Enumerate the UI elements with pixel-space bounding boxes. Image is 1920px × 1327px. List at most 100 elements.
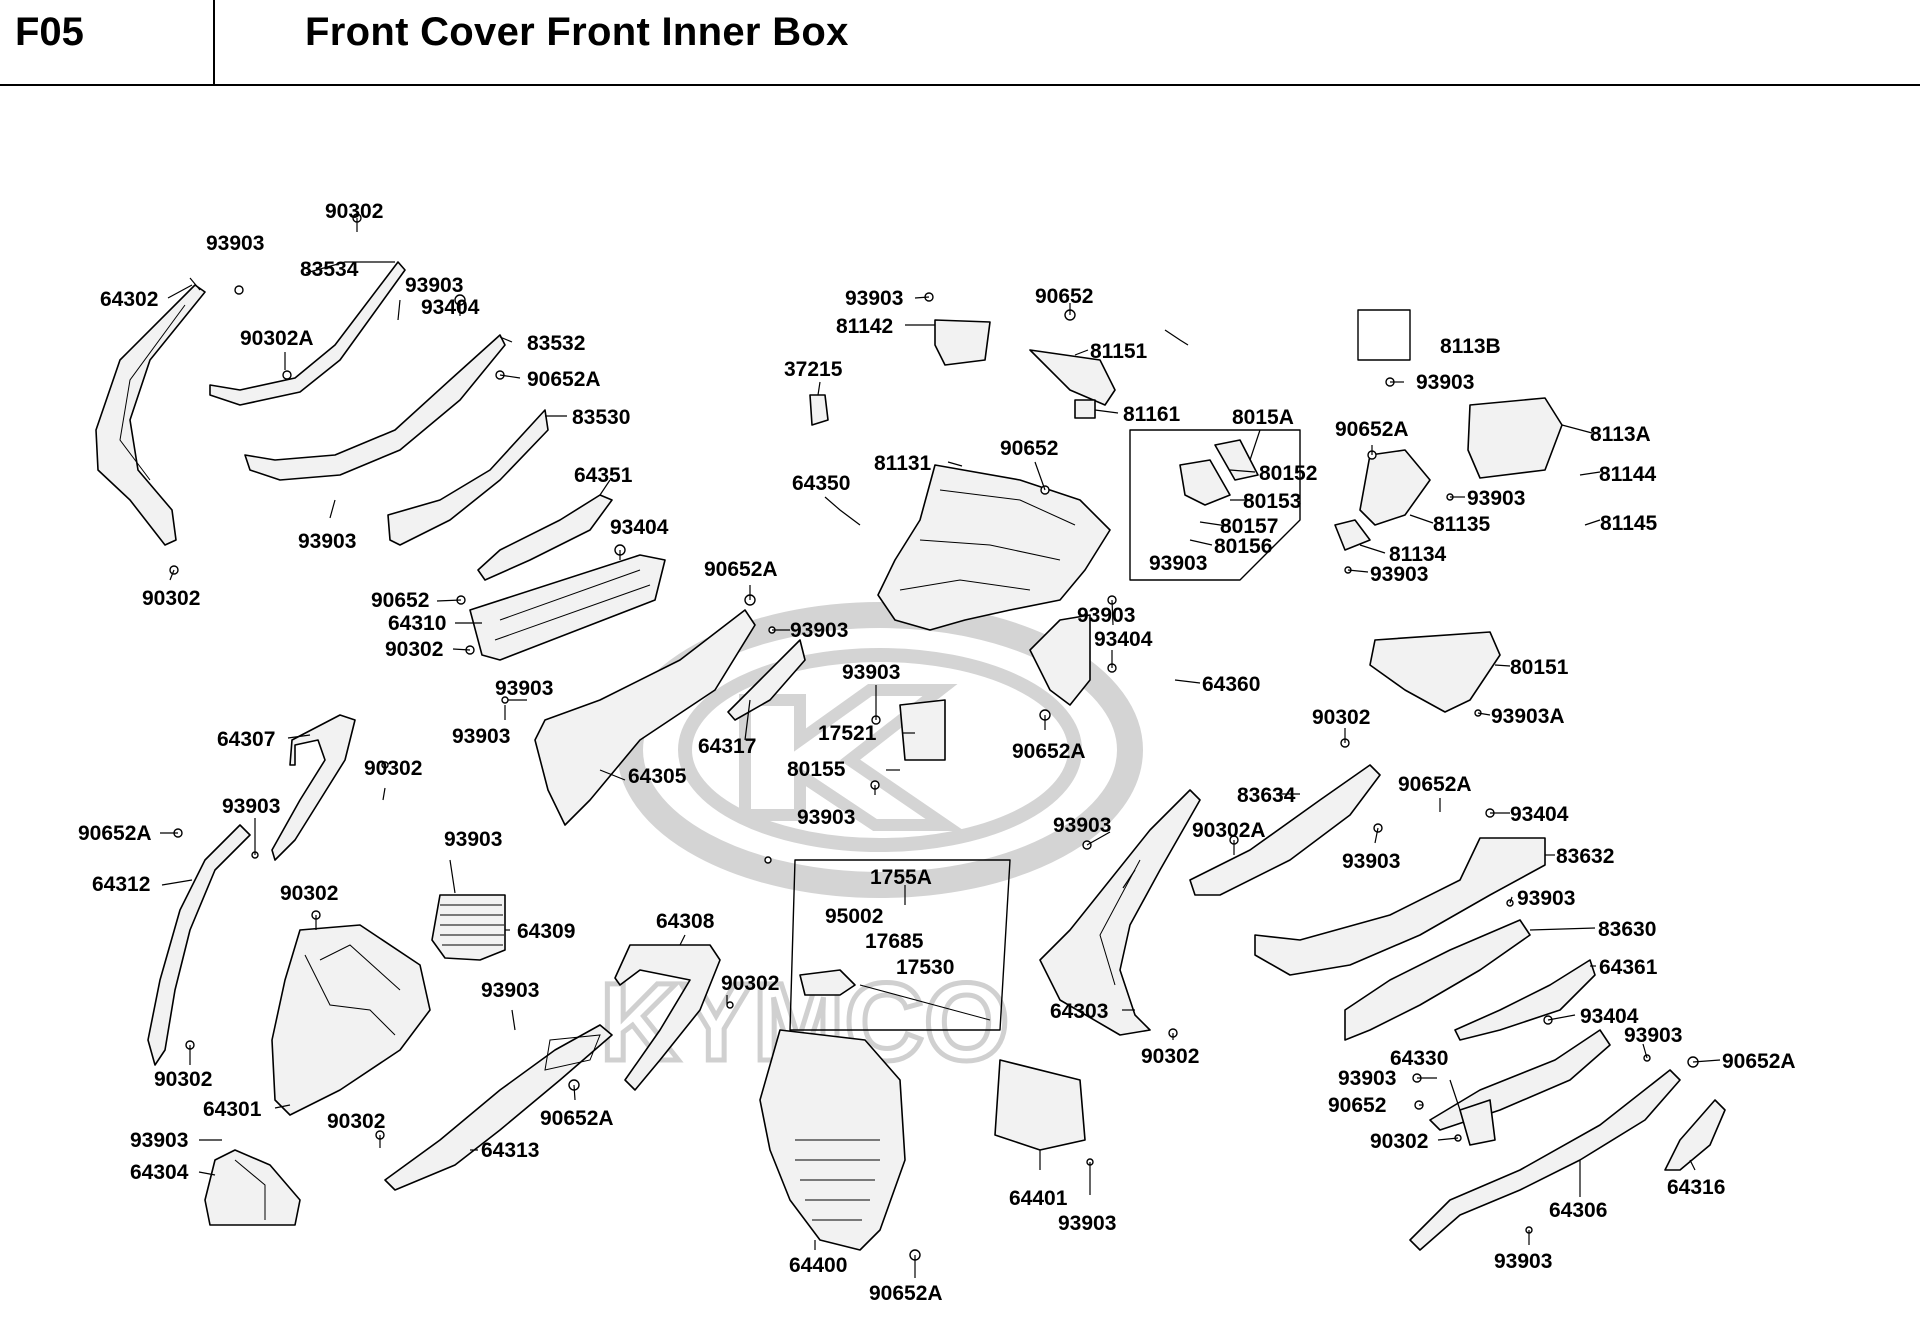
- callout: 90302: [154, 1068, 212, 1091]
- callout: 83634: [1237, 784, 1296, 807]
- callout: 81144: [1599, 463, 1657, 486]
- callout: 80153: [1243, 490, 1301, 513]
- callout: 90652: [371, 589, 429, 612]
- callout: 90652: [1328, 1094, 1386, 1117]
- callout: 90302: [721, 972, 779, 995]
- kit-boxes: [1129, 309, 1411, 581]
- callout: 81151: [1090, 340, 1148, 363]
- callout: 81135: [1433, 513, 1491, 536]
- callout: 83532: [527, 332, 585, 355]
- callout: 81134: [1389, 543, 1447, 566]
- callout: 93903: [1370, 563, 1428, 586]
- callout: 64330: [1390, 1047, 1448, 1070]
- callout: 64312: [92, 873, 150, 896]
- callout: 95002: [825, 905, 883, 928]
- callout: 80156: [1214, 535, 1272, 558]
- callout: 93903: [444, 828, 502, 851]
- callout: 93903: [845, 287, 903, 310]
- callout: 80151: [1510, 656, 1569, 679]
- callout: 90302: [325, 200, 383, 223]
- callout: 90302: [364, 757, 422, 780]
- callout: 83632: [1556, 845, 1614, 868]
- callout: 90302: [1312, 706, 1370, 729]
- callout: 93404: [421, 296, 480, 319]
- leader-lines: [160, 218, 1721, 1278]
- callout: 93903: [1416, 371, 1474, 394]
- callout: 81142: [836, 315, 893, 338]
- callout: 64304: [130, 1161, 189, 1184]
- callout: 90302: [385, 638, 443, 661]
- callout: 90652A: [1398, 773, 1472, 796]
- callout: 93903: [452, 725, 510, 748]
- callout: 90302: [280, 882, 338, 905]
- callout: 64350: [792, 472, 850, 495]
- header-divider: [213, 0, 215, 86]
- callout: 17685: [865, 930, 924, 953]
- callout: 93903: [130, 1129, 188, 1152]
- callout: 90302: [327, 1110, 385, 1133]
- callout: 8113A: [1590, 423, 1651, 446]
- callout: 93903: [1467, 487, 1525, 510]
- callout: 90652A: [527, 368, 601, 391]
- callout: 90652A: [1012, 740, 1086, 763]
- callout: 93903: [797, 806, 855, 829]
- page-title: Front Cover Front Inner Box: [305, 10, 849, 54]
- callout: 64313: [481, 1139, 539, 1162]
- callout: 93404: [1580, 1005, 1639, 1028]
- callout: 93903: [1149, 552, 1207, 575]
- callout: 64306: [1549, 1199, 1607, 1222]
- callout: 8113B: [1440, 335, 1501, 358]
- parts: [95, 261, 1726, 1251]
- section-code: F05: [15, 10, 84, 54]
- callout: 93903: [481, 979, 539, 1002]
- callout: 64400: [789, 1254, 847, 1277]
- callout: 64360: [1202, 673, 1260, 696]
- callout: 17521: [818, 722, 877, 745]
- callout: 93903: [405, 274, 463, 297]
- callout: 64303: [1050, 1000, 1108, 1023]
- callout: 81161: [1123, 403, 1181, 426]
- callout: 64305: [628, 765, 687, 788]
- page-header: F05 Front Cover Front Inner Box: [0, 0, 1920, 86]
- callout: 83630: [1598, 918, 1656, 941]
- callout: 90652A: [540, 1107, 614, 1130]
- callout: 90652A: [1722, 1050, 1796, 1073]
- callout: 64301: [203, 1098, 262, 1121]
- callout: 93903: [1338, 1067, 1396, 1090]
- callout: 64308: [656, 910, 715, 933]
- callout: 93903: [222, 795, 280, 818]
- callout: 64302: [100, 288, 158, 311]
- callout-labels: 90302 93903 83534 93903 93404 64302 9030…: [78, 200, 1796, 1305]
- callout: 90302A: [1192, 819, 1266, 842]
- callout: 81131: [874, 452, 932, 475]
- callout: 93903: [790, 619, 848, 642]
- callout: 93903: [206, 232, 264, 255]
- callout: 93903A: [1491, 705, 1565, 728]
- callout: 93903: [1624, 1024, 1682, 1047]
- callout: 93404: [1510, 803, 1569, 826]
- callout: 93903: [1058, 1212, 1116, 1235]
- callout: 90302A: [240, 327, 314, 350]
- callout: 64401: [1009, 1187, 1068, 1210]
- callout: 93404: [610, 516, 669, 539]
- callout: 90302: [1141, 1045, 1199, 1068]
- callout: 93903: [298, 530, 356, 553]
- callout: 90652A: [869, 1282, 943, 1305]
- callout: 90652A: [78, 822, 152, 845]
- callout: 93903: [1077, 604, 1135, 627]
- callout: 90652: [1035, 285, 1093, 308]
- callout: 64310: [388, 612, 446, 635]
- callout: 90652: [1000, 437, 1058, 460]
- callout: 80155: [787, 758, 846, 781]
- callout: 83534: [300, 258, 359, 281]
- callout: 93903: [495, 677, 553, 700]
- callout: 93903: [842, 661, 900, 684]
- callout: 83530: [572, 406, 630, 429]
- callout: 37215: [784, 358, 843, 381]
- callout: 93903: [1053, 814, 1111, 837]
- callout: 64361: [1599, 956, 1658, 979]
- callout: 64307: [217, 728, 275, 751]
- callout: 8015A: [1232, 406, 1294, 429]
- callout: 17530: [896, 956, 954, 979]
- callout: 64309: [517, 920, 575, 943]
